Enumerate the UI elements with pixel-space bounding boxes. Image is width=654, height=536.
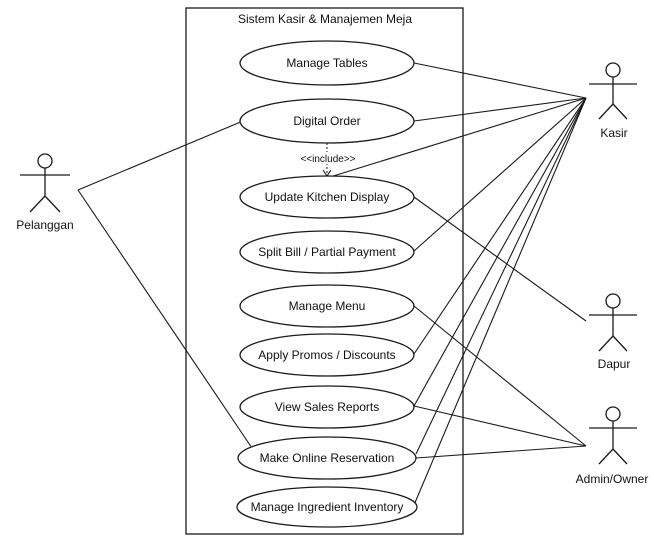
assoc-kasir-sales-reports xyxy=(413,97,587,407)
use-case-label: Update Kitchen Display xyxy=(265,190,390,204)
assoc-kasir-digital-order xyxy=(413,97,587,122)
include-label: <<include>> xyxy=(300,154,355,165)
actor-pelanggan[interactable]: Pelanggan xyxy=(16,153,74,232)
actor-label: Kasir xyxy=(600,126,627,140)
stick-figure-icon xyxy=(589,62,637,120)
assoc-admin-sales-reports xyxy=(413,405,587,447)
assoc-kasir-apply-promos xyxy=(413,97,587,355)
assoc-dapur-kitchen-display xyxy=(413,196,587,322)
use-case-make-online-reservation[interactable]: Make Online Reservation xyxy=(237,436,417,480)
use-case-digital-order[interactable]: Digital Order xyxy=(239,98,415,144)
assoc-admin-manage-menu xyxy=(413,305,587,447)
use-case-ellipse xyxy=(239,175,415,219)
assoc-kasir-inventory xyxy=(413,97,587,506)
assoc-pelanggan-reservation xyxy=(77,189,255,452)
use-case-manage-tables[interactable]: Manage Tables xyxy=(239,40,415,86)
use-case-split-bill[interactable]: Split Bill / Partial Payment xyxy=(239,230,415,274)
use-case-label: Manage Tables xyxy=(286,56,367,70)
use-case-update-kitchen-display[interactable]: Update Kitchen Display xyxy=(239,175,415,219)
stick-figure-icon xyxy=(589,406,637,465)
assoc-kasir-manage-tables xyxy=(413,62,587,99)
assoc-pelanggan-digital-order xyxy=(77,120,244,191)
use-case-ellipse xyxy=(236,486,418,528)
system-title: Sistem Kasir & Manajemen Meja xyxy=(238,12,412,26)
use-case-view-sales-reports[interactable]: View Sales Reports xyxy=(239,385,415,429)
use-case-manage-menu[interactable]: Manage Menu xyxy=(239,284,415,328)
use-case-label: Apply Promos / Discounts xyxy=(258,348,395,362)
use-case-label: Split Bill / Partial Payment xyxy=(258,245,396,259)
use-case-apply-promos[interactable]: Apply Promos / Discounts xyxy=(239,333,415,377)
assoc-admin-reservation xyxy=(415,445,587,459)
use-case-ellipse xyxy=(239,284,415,328)
actor-kasir[interactable]: Kasir xyxy=(589,62,637,140)
assoc-kasir-split-bill xyxy=(413,97,587,252)
use-case-label: Manage Ingredient Inventory xyxy=(251,500,404,514)
use-case-label: Make Online Reservation xyxy=(260,451,395,465)
associations xyxy=(77,62,587,506)
actor-dapur[interactable]: Dapur xyxy=(589,293,637,371)
assoc-kasir-kitchen-display xyxy=(329,97,587,178)
use-case-ellipse xyxy=(239,385,415,429)
stick-figure-icon xyxy=(589,293,637,352)
actor-admin-owner[interactable]: Admin/Owner xyxy=(576,406,649,486)
use-case-ellipse xyxy=(239,333,415,377)
include-label-bg xyxy=(294,152,362,164)
use-case-ellipse xyxy=(239,98,415,144)
use-case-ellipse xyxy=(239,230,415,274)
actor-label: Pelanggan xyxy=(16,218,73,232)
assoc-kasir-reservation xyxy=(415,97,587,455)
use-case-label: View Sales Reports xyxy=(275,400,380,414)
stick-figure-icon xyxy=(20,153,70,213)
actor-label: Dapur xyxy=(598,357,631,371)
use-case-label: Digital Order xyxy=(293,114,360,128)
use-case-ellipse xyxy=(237,436,417,480)
use-case-label: Manage Menu xyxy=(289,299,366,313)
actor-label: Admin/Owner xyxy=(576,472,649,486)
use-case-ellipse xyxy=(239,40,415,86)
use-case-manage-ingredient-inventory[interactable]: Manage Ingredient Inventory xyxy=(236,486,418,528)
